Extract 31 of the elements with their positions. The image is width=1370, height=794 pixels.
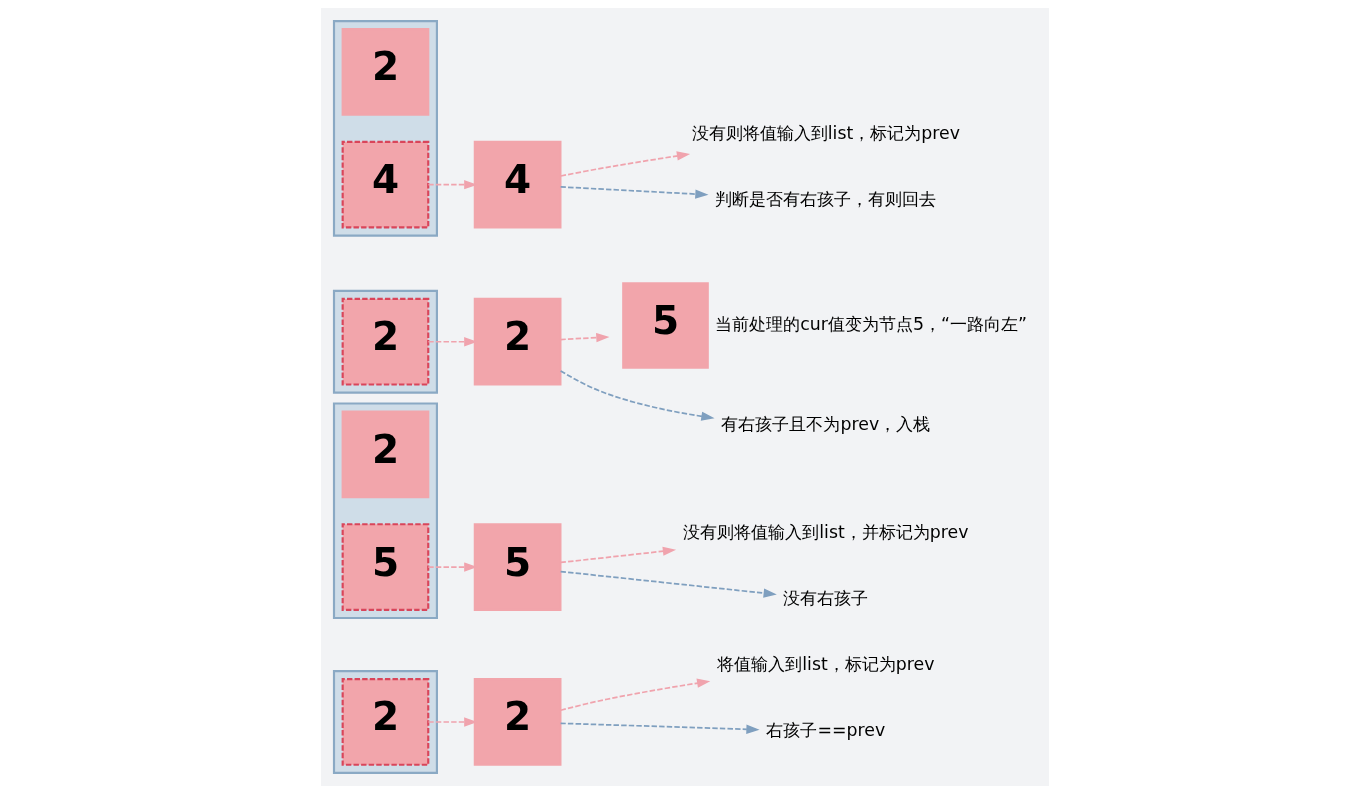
node-text: 没有右孩子 (783, 587, 869, 608)
node-box: 2 (341, 297, 430, 386)
node-box: 2 (473, 297, 562, 386)
node-box: 5 (622, 282, 709, 369)
node-text: 有右孩子且不为prev，入栈 (721, 414, 931, 435)
node-box: 2 (473, 678, 562, 766)
node-box: 4 (341, 140, 430, 229)
cluster (332, 20, 438, 237)
node-box: 2 (341, 410, 430, 499)
node-text: 判断是否有右孩子，有则回去 (715, 189, 937, 210)
arrow (559, 186, 709, 199)
node-box: 2 (341, 678, 430, 766)
cluster (332, 670, 438, 774)
arrow (560, 151, 691, 177)
node-text: 没有则将值输入到list，标记为prev (691, 122, 960, 143)
arrow (559, 546, 677, 564)
arrow (559, 570, 777, 598)
cluster (332, 402, 438, 620)
node-text: 将值输入到list，标记为prev (717, 653, 935, 674)
arrow (559, 678, 711, 712)
node-box: 5 (473, 523, 562, 611)
node-text: 右孩子==prev (766, 719, 886, 740)
node-text: 没有则将值输入到list，并标记为prev (683, 521, 969, 542)
node-label: 当前处理的cur值变为节点5，“一路向左” (715, 313, 1027, 334)
arrow (559, 722, 760, 734)
cluster (332, 289, 438, 394)
arrow (559, 333, 610, 343)
arrow (559, 370, 715, 421)
node-box: 2 (341, 28, 430, 116)
node-box: 5 (341, 523, 430, 611)
node-box: 4 (473, 140, 562, 229)
